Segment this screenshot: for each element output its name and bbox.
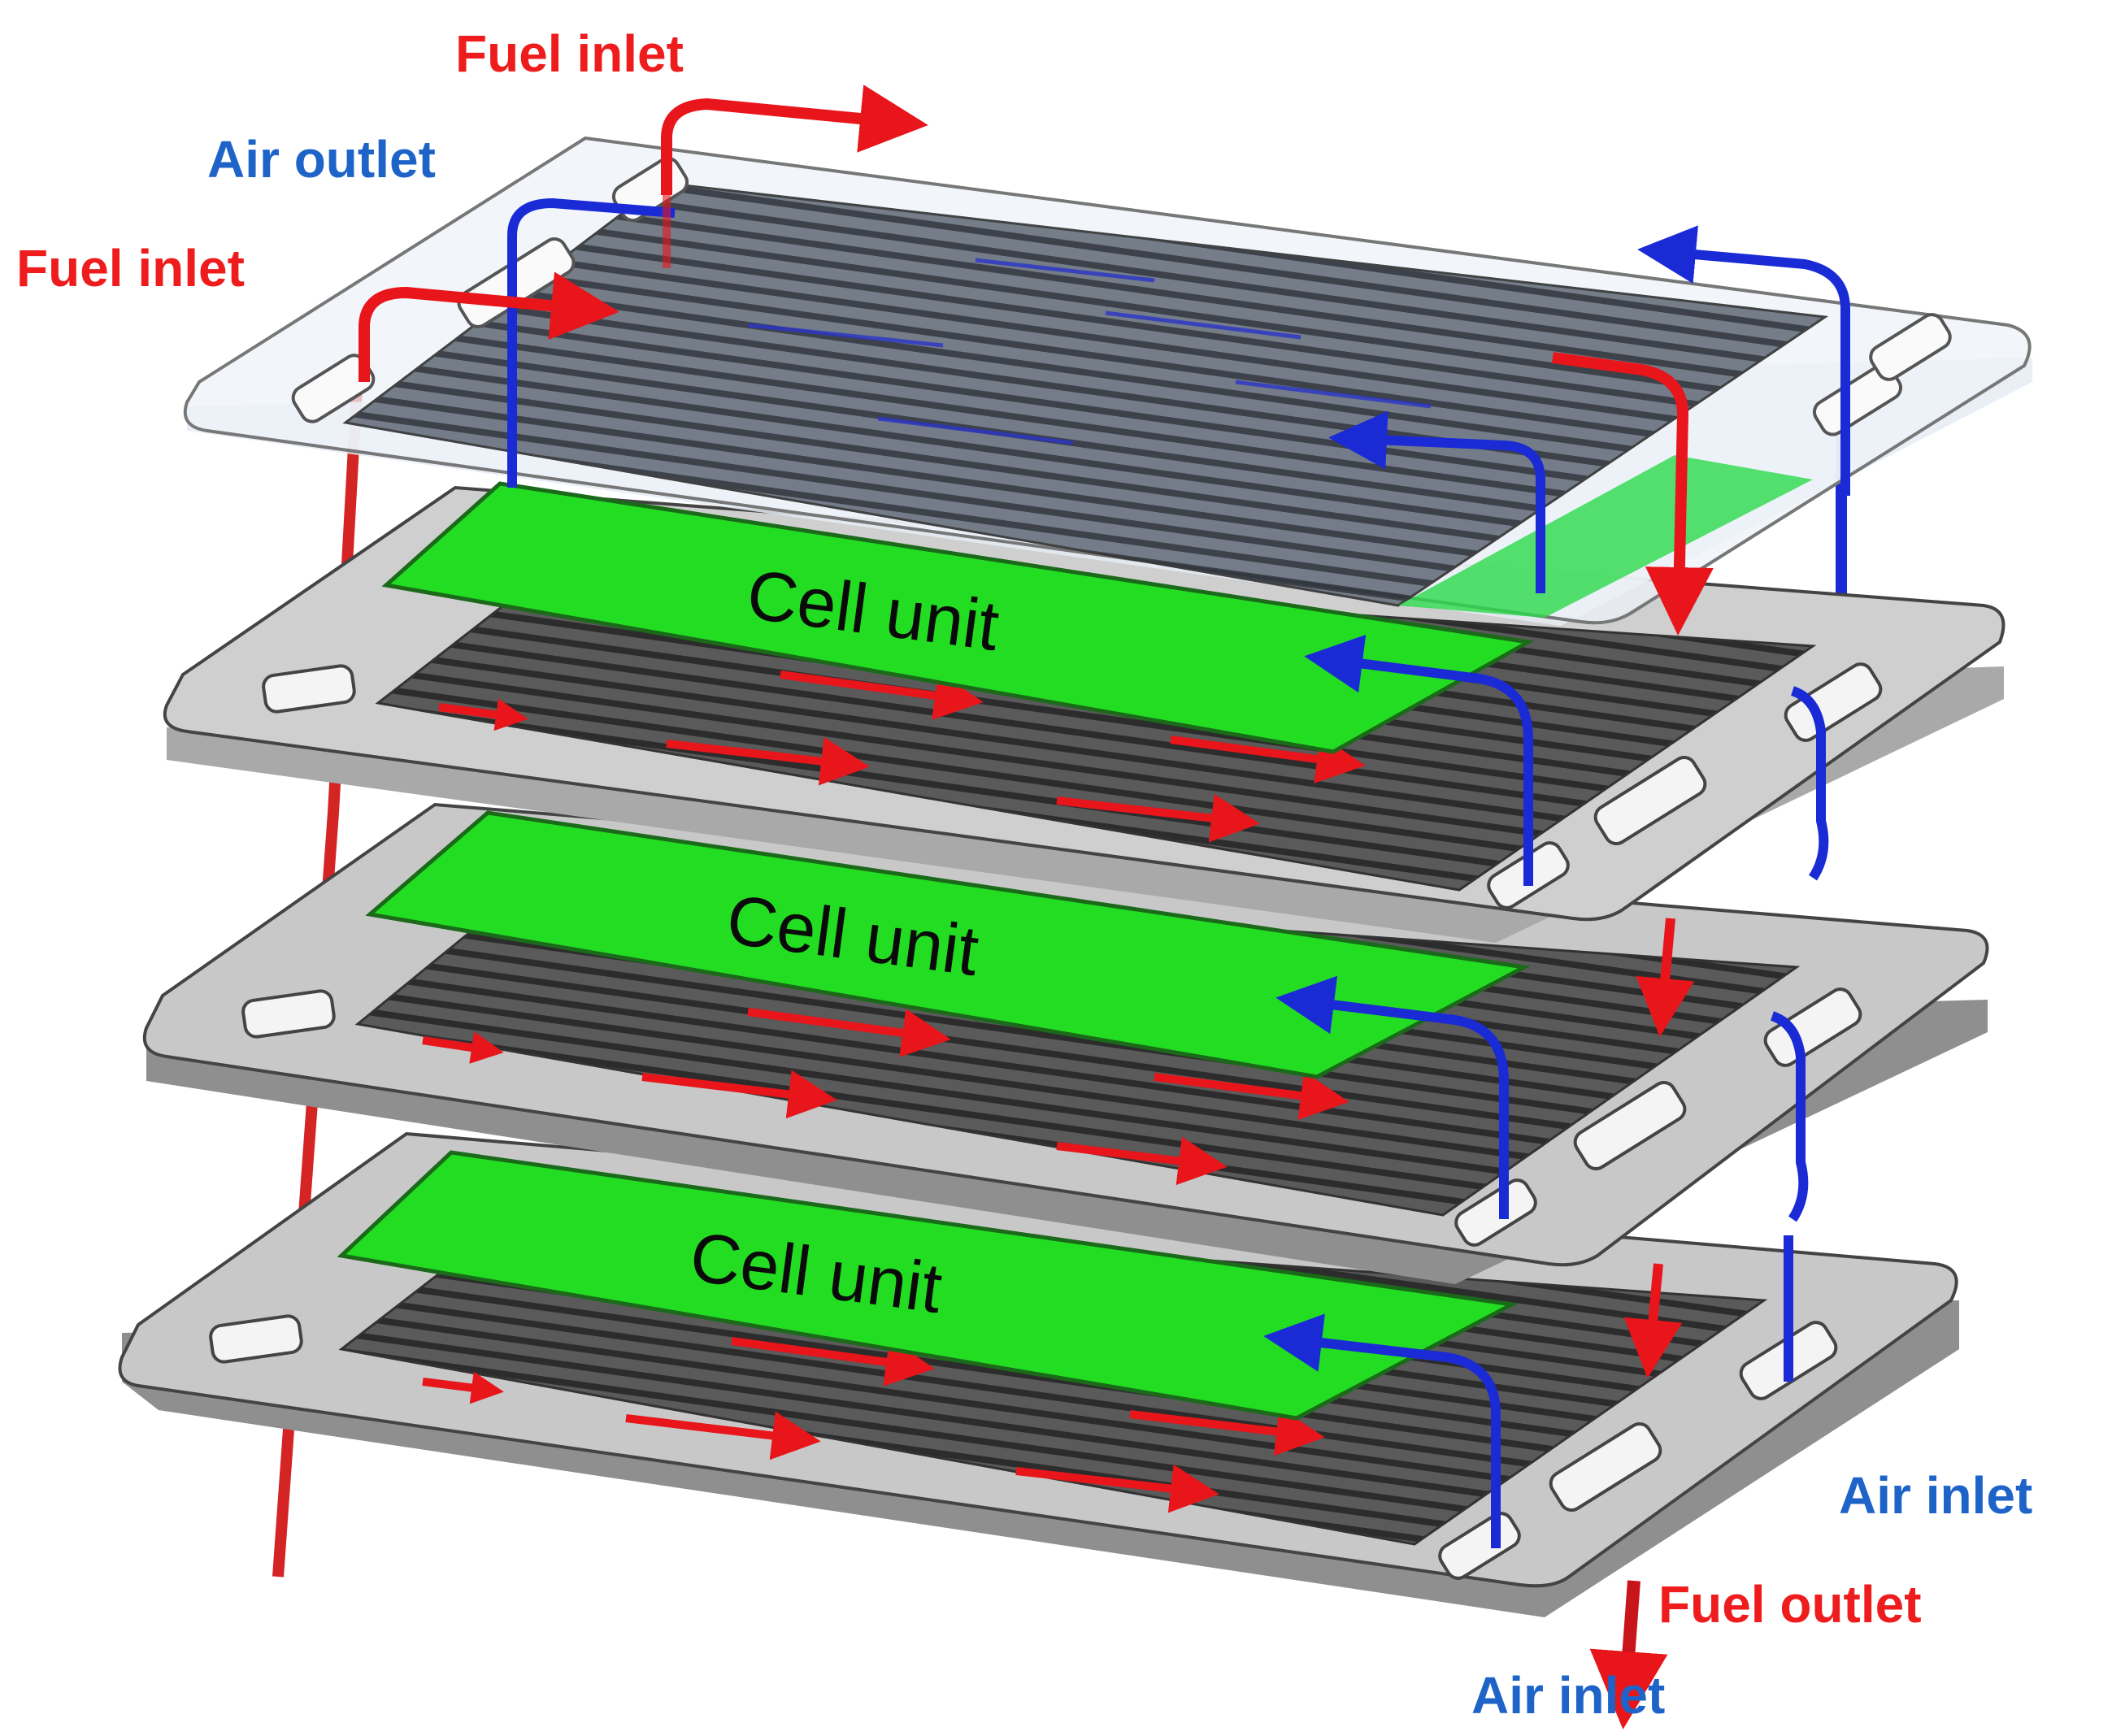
cell-unit-2: Cell unit (365, 810, 1531, 1079)
fuel-outlet-arrow (1589, 1580, 1668, 1729)
air-flow-arrow-3 (1263, 1313, 1501, 1548)
air-arrow-right-top (1328, 410, 1545, 593)
air-riser-1 (1790, 686, 1829, 881)
top-end-plate (183, 136, 2032, 626)
manifold-port (262, 664, 356, 714)
air-inlet-label-bottom: Air inlet (1471, 1666, 1665, 1725)
air-outlet-arrow-left (507, 197, 676, 488)
fuel-inlet-arrow-left (359, 271, 619, 382)
fuel-inlet-label-top: Fuel inlet (455, 24, 684, 83)
manifold-port (1763, 987, 1862, 1067)
manifold-port (1454, 1178, 1537, 1247)
cell-unit-3: Cell unit (337, 1150, 1519, 1421)
fuel-down-arrow-2 (1623, 1263, 1683, 1378)
fuel-inlet-label-left: Fuel inlet (16, 239, 245, 297)
manifold-port (209, 1314, 303, 1364)
fuel-arrow-right-top (1552, 352, 1714, 636)
fuel-inlet-arrow-top (661, 85, 928, 195)
fuel-down-arrow-1 (1636, 918, 1695, 1037)
air-flow-arrow-2 (1275, 975, 1509, 1219)
fuel-flow-arrows-1 (438, 671, 1366, 843)
manifold-port (1549, 1421, 1662, 1512)
cell-unit-1: Cell unit (381, 481, 1535, 754)
air-outlet-label: Air outlet (207, 130, 436, 189)
manifold-port (1593, 755, 1707, 846)
air-flow-arrow-1 (1304, 634, 1533, 886)
manifold-port (1869, 313, 1952, 381)
fuel-flow-arrows-3 (422, 1337, 1325, 1513)
fuel-flow-arrows-2 (422, 1008, 1349, 1186)
air-inlet-label-right: Air inlet (1839, 1466, 2032, 1525)
green-cell-edge (1398, 455, 1813, 618)
fuel-outlet-label: Fuel outlet (1658, 1575, 1922, 1634)
air-outlet-arrow-right (1637, 225, 1850, 496)
manifold-port (241, 989, 336, 1039)
air-riser-2 (1770, 1011, 1809, 1222)
manifold-port (1784, 662, 1883, 742)
air-flow-arrows-top (747, 258, 1432, 445)
manifold-port (1573, 1080, 1687, 1171)
